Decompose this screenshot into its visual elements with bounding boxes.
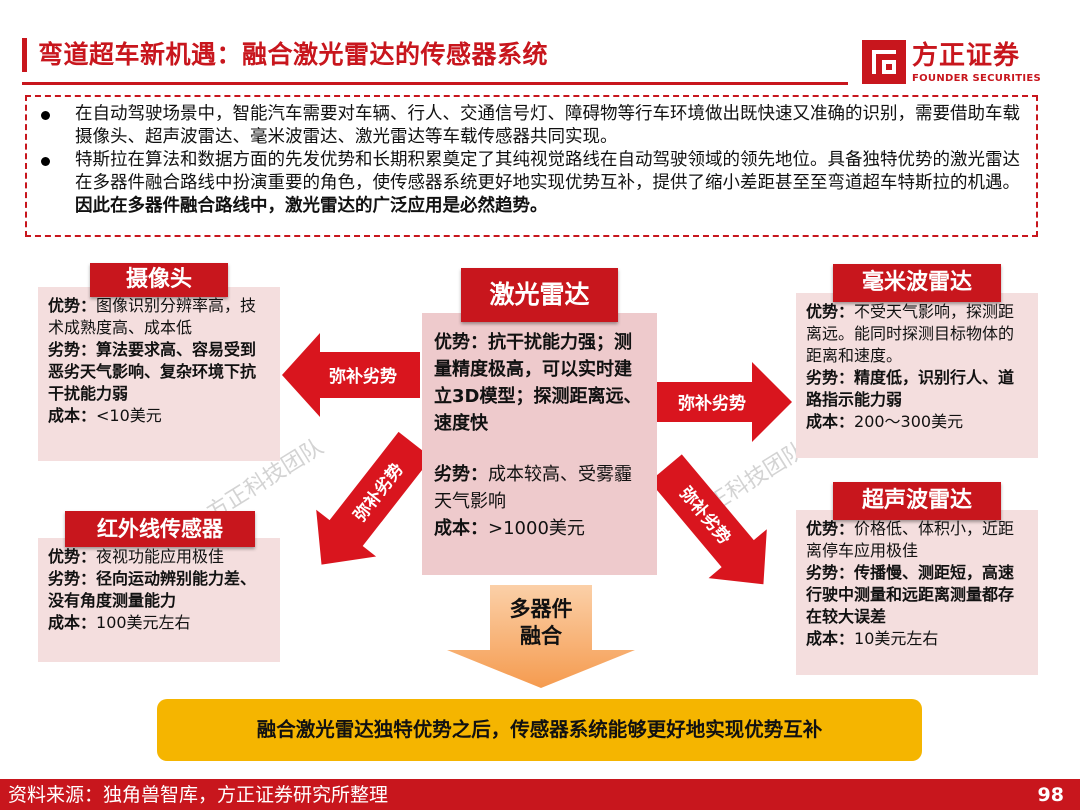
infrared-adv-label: 优势： <box>48 547 97 566</box>
founder-logo: 方正证券 FOUNDER SECURITIES <box>862 40 1047 92</box>
camera-cost: <10美元 <box>96 406 162 425</box>
mmwave-adv-label: 优势： <box>806 302 855 321</box>
lidar-disadvantage: 成本较高、受雾霾天气影响 <box>434 464 632 512</box>
fusion-arrow <box>447 585 635 688</box>
mmwave-title: 毫米波雷达 <box>833 264 1001 302</box>
camera-disadvantage: 算法要求高、容易受到恶劣天气影响、复杂环境下抗干扰能力弱 <box>48 340 257 403</box>
summary-bullet-2-text: 特斯拉在算法和数据方面的先发优势和长期积累奠定了其纯视觉路线在自动驾驶领域的领先… <box>75 150 1020 193</box>
arrow-to-ultrasonic: 弥补劣势 <box>649 454 767 585</box>
infrared-card: 优势：夜视功能应用极佳 劣势：径向运动辨别能力差、没有角度测量能力 成本：100… <box>38 538 280 662</box>
summary-bullet-1-text: 在自动驾驶场景中，智能汽车需要对车辆、行人、交通信号灯、障碍物等行车环境做出既快… <box>75 104 1020 147</box>
camera-title: 摄像头 <box>90 263 228 297</box>
infrared-dis-label: 劣势： <box>48 569 97 588</box>
arrow-label-camera: 弥补劣势 <box>329 366 397 387</box>
founder-logo-icon <box>862 40 906 84</box>
camera-advantage: 图像识别分辨率高，技术成熟度高、成本低 <box>48 296 257 337</box>
ultrasonic-dis-label: 劣势： <box>806 563 855 582</box>
summary-box: 在自动驾驶场景中，智能汽车需要对车辆、行人、交通信号灯、障碍物等行车环境做出既快… <box>25 95 1038 237</box>
bullet-dot-icon <box>41 157 50 166</box>
ultrasonic-disadvantage: 传播慢、测距短，高速行驶中测量和远距离测量都存在较大误差 <box>806 563 1015 626</box>
lidar-adv-label: 优势： <box>434 332 488 353</box>
infrared-disadvantage: 径向运动辨别能力差、没有角度测量能力 <box>48 569 257 610</box>
camera-dis-label: 劣势： <box>48 340 97 359</box>
fusion-label-line2: 融合 <box>520 624 562 648</box>
lidar-title: 激光雷达 <box>461 268 618 322</box>
ultrasonic-advantage: 价格低、体积小，近距离停车应用极佳 <box>806 519 1015 560</box>
summary-bullet-1: 在自动驾驶场景中，智能汽车需要对车辆、行人、交通信号灯、障碍物等行车环境做出既快… <box>39 103 1026 149</box>
arrow-to-mmwave: 弥补劣势 <box>652 362 792 442</box>
title-accent-bar <box>22 38 27 72</box>
fusion-label-line1: 多器件 <box>509 597 573 621</box>
footer-bar <box>0 779 1080 810</box>
ultrasonic-cost-label: 成本： <box>806 629 855 648</box>
infrared-cost-label: 成本： <box>48 613 97 632</box>
ultrasonic-adv-label: 优势： <box>806 519 855 538</box>
lidar-cost-label: 成本： <box>434 518 488 539</box>
camera-cost-label: 成本： <box>48 406 97 425</box>
lidar-card: 优势：抗干扰能力强；测量精度极高，可以实时建立3D模型；探测距离远、速度快 劣势… <box>422 313 657 575</box>
mmwave-disadvantage: 精度低，识别行人、道路指示能力弱 <box>806 368 1015 409</box>
mmwave-cost-label: 成本： <box>806 412 855 431</box>
source-note: 资料来源：独角兽智库，方正证券研究所整理 <box>8 784 389 806</box>
arrow-to-camera: 弥补劣势 <box>282 333 420 417</box>
page-number: 98 <box>1037 784 1064 806</box>
summary-bullet-2: 特斯拉在算法和数据方面的先发优势和长期积累奠定了其纯视觉路线在自动驾驶领域的领先… <box>39 149 1026 218</box>
header-divider <box>22 82 848 85</box>
camera-card: 优势：图像识别分辨率高，技术成熟度高、成本低 劣势：算法要求高、容易受到恶劣天气… <box>38 287 280 461</box>
infrared-cost: 100美元左右 <box>96 613 191 632</box>
ultrasonic-title: 超声波雷达 <box>833 482 1001 520</box>
lidar-cost: >1000美元 <box>488 518 585 539</box>
mmwave-advantage: 不受天气影响，探测距离远。能同时探测目标物体的距离和速度。 <box>806 302 1015 365</box>
infrared-advantage: 夜视功能应用极佳 <box>96 547 225 566</box>
page-title: 弯道超车新机遇：融合激光雷达的传感器系统 <box>38 40 549 69</box>
mmwave-dis-label: 劣势： <box>806 368 855 387</box>
mmwave-cost: 200～300美元 <box>854 412 964 431</box>
bullet-dot-icon <box>41 111 50 120</box>
mmwave-card: 优势：不受天气影响，探测距离远。能同时探测目标物体的距离和速度。 劣势：精度低，… <box>796 293 1038 458</box>
fusion-label: 多器件 融合 <box>476 596 606 650</box>
logo-chinese-name: 方正证券 <box>912 41 1021 71</box>
infrared-title: 红外线传感器 <box>65 511 255 547</box>
lidar-dis-label: 劣势： <box>434 464 488 485</box>
arrow-label-mmwave: 弥补劣势 <box>678 393 746 414</box>
summary-bullet-2-emphasis: 因此在多器件融合路线中，激光雷达的广泛应用是必然趋势。 <box>75 196 548 216</box>
camera-adv-label: 优势： <box>48 296 97 315</box>
ultrasonic-cost: 10美元左右 <box>854 629 939 648</box>
ultrasonic-card: 优势：价格低、体积小，近距离停车应用极佳 劣势：传播慢、测距短，高速行驶中测量和… <box>796 510 1038 675</box>
lidar-advantage: 抗干扰能力强；测量精度极高，可以实时建立3D模型；探测距离远、速度快 <box>434 332 642 434</box>
conclusion-banner: 融合激光雷达独特优势之后，传感器系统能够更好地实现优势互补 <box>157 699 922 761</box>
logo-english-name: FOUNDER SECURITIES <box>912 73 1042 84</box>
